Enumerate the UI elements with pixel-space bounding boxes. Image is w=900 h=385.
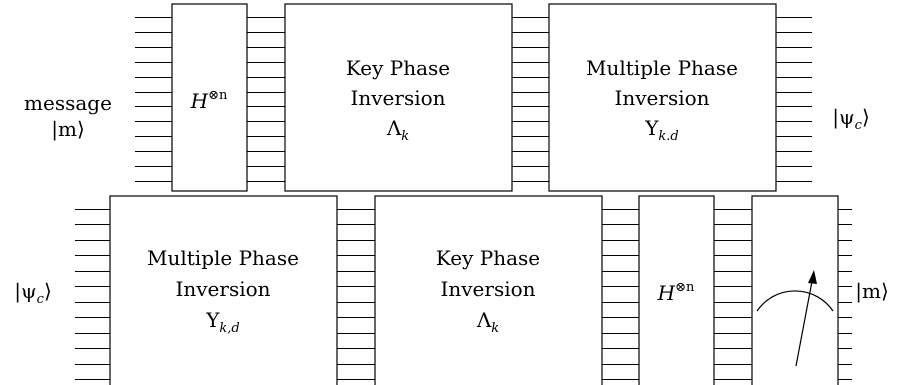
decoder-output-label: |m⟩: [855, 279, 889, 304]
encoder-key-phase-symbol: Λk: [386, 116, 409, 144]
encoder-multi-phase-line2: Inversion: [614, 86, 709, 110]
encoder-key-phase-line2: Inversion: [350, 86, 445, 110]
decoder-key-phase-line2: Inversion: [440, 277, 535, 301]
decoder-input-label: |ψc⟩: [14, 279, 52, 307]
encoder-multi-phase-box: [548, 3, 777, 192]
decoder-hadamard-label: H⊗n: [657, 280, 695, 305]
encoder-hadamard-box: [171, 3, 248, 192]
decoder-key-phase-line1: Key Phase: [436, 246, 540, 270]
encoder-hadamard-label: H⊗n: [190, 88, 228, 113]
encoder-output-label: |ψc⟩: [832, 105, 870, 133]
decoder-multi-phase-box: [109, 195, 338, 385]
meter-icon: [756, 270, 834, 367]
encoder-key-phase-line1: Key Phase: [346, 56, 450, 80]
encoder-multi-phase-symbol: Υk.d: [644, 116, 679, 144]
decoder-multi-phase-line1: Multiple Phase: [147, 246, 299, 270]
encoder-wires: [135, 17, 812, 182]
encoder-multi-phase-line1: Multiple Phase: [586, 56, 738, 80]
decoder-key-phase-symbol: Λk: [476, 308, 499, 336]
decoder-multi-phase-line2: Inversion: [175, 277, 270, 301]
encoder-key-phase-box: [284, 3, 513, 192]
encoder-input-label-ket: |m⟩: [51, 117, 85, 142]
encoder-input-label-line1: message: [24, 91, 112, 115]
decoder-hadamard-box: [638, 195, 715, 385]
decoder-multi-phase-symbol: Υk,d: [205, 308, 240, 336]
decoder-wires: [75, 209, 852, 380]
decoder-key-phase-box: [374, 195, 603, 385]
